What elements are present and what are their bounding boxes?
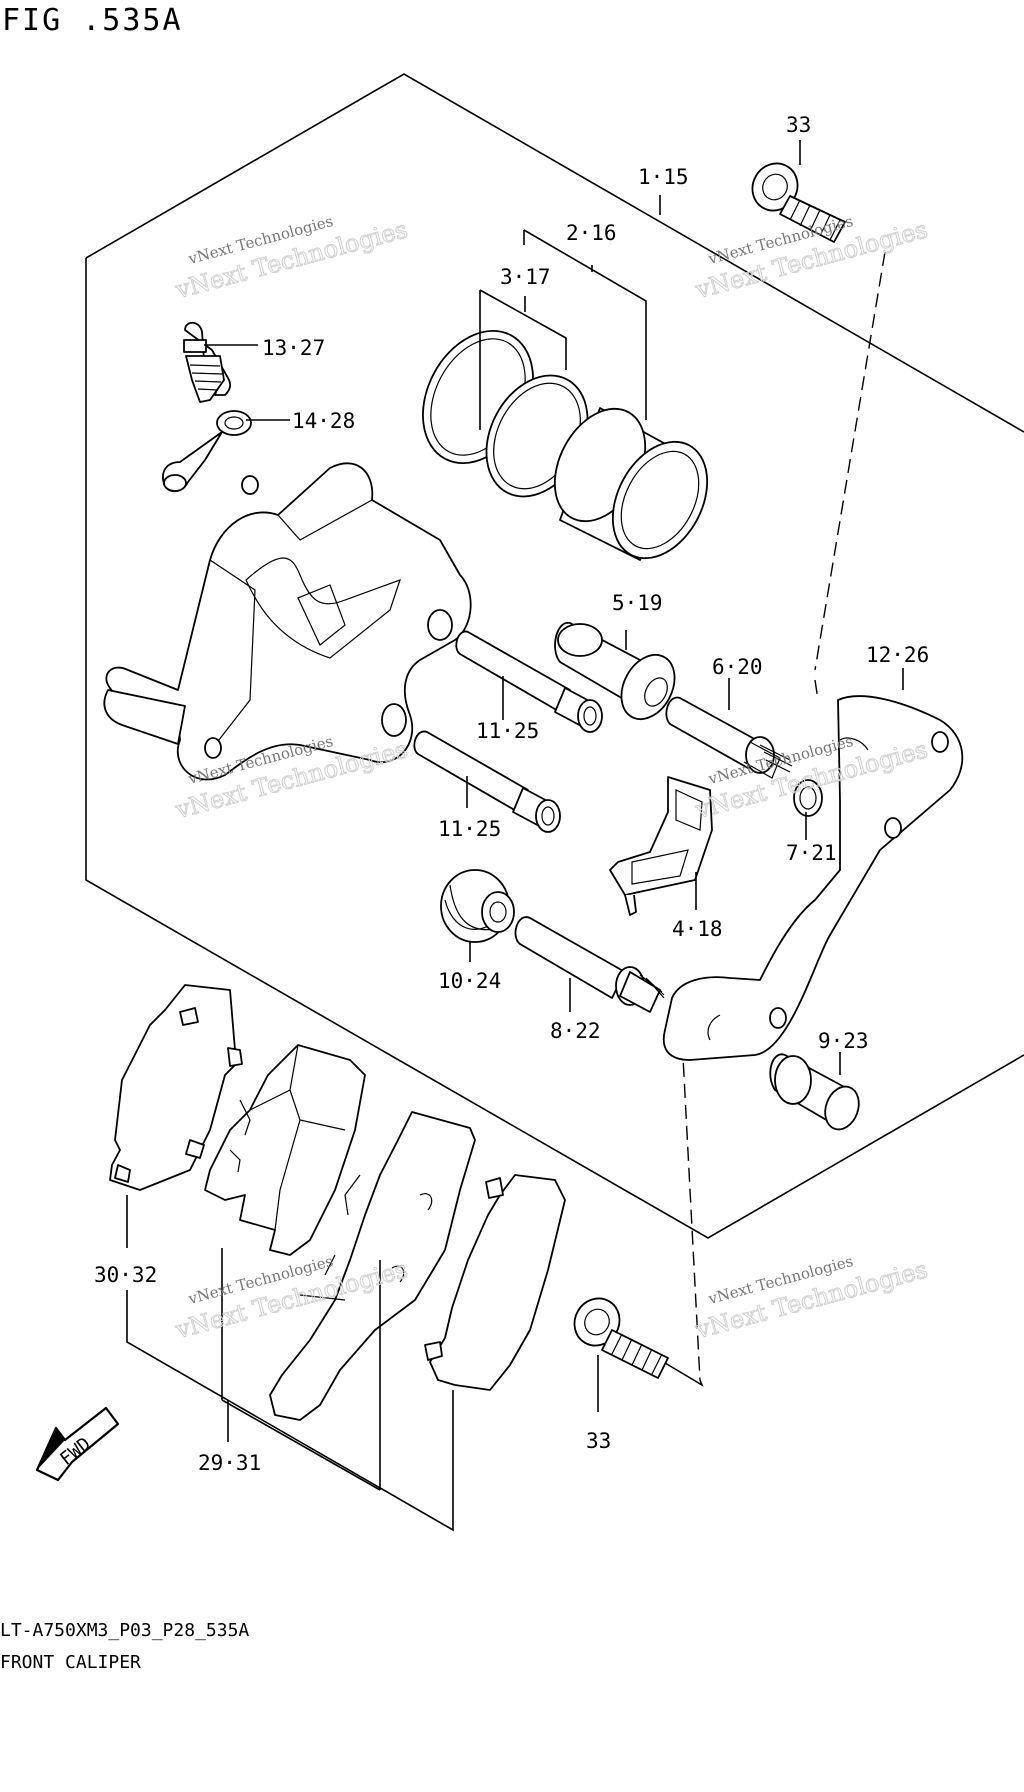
bleeder-cap bbox=[162, 410, 252, 493]
slide-pin-lower bbox=[413, 730, 561, 833]
brake-pad-outer-shim bbox=[109, 984, 243, 1191]
watermark: vNext Technologies vNext Technologies bbox=[171, 212, 410, 305]
mounting-bolt-lower bbox=[573, 1297, 669, 1379]
pin-boot-lower bbox=[440, 869, 515, 943]
callout-11-25-upper: 11·25 bbox=[476, 719, 539, 743]
callout-7-21: 7·21 bbox=[786, 841, 837, 865]
brake-pad-outer bbox=[204, 1044, 366, 1256]
bracket-sleeve bbox=[769, 1053, 860, 1131]
callout-13-27: 13·27 bbox=[262, 336, 325, 360]
callout-30-32: 30·32 bbox=[94, 1263, 157, 1287]
callout-9-23: 9·23 bbox=[818, 1029, 869, 1053]
brake-pad-inner bbox=[424, 1174, 566, 1391]
callout-1-15: 1·15 bbox=[638, 165, 689, 189]
callout-33-lower: 33 bbox=[586, 1429, 611, 1453]
caliper-body bbox=[103, 462, 472, 781]
brake-pad-inner-shim bbox=[269, 1111, 476, 1421]
bracket-pin bbox=[665, 696, 793, 779]
callout-labels: 33 1·15 2·16 3·17 13·27 14·28 5·19 6·20 … bbox=[94, 113, 929, 1475]
fwd-arrow: FWD bbox=[35, 1406, 120, 1482]
figure-title: FIG .535A bbox=[2, 3, 183, 38]
watermark: vNext Technologies vNext Technologies bbox=[691, 1252, 930, 1345]
callout-33-upper: 33 bbox=[786, 113, 811, 137]
callout-10-24: 10·24 bbox=[438, 969, 501, 993]
section-name: FRONT CALIPER bbox=[0, 1652, 141, 1673]
callout-2-16: 2·16 bbox=[566, 221, 617, 245]
bleeder-screw bbox=[183, 321, 232, 403]
assembly-frame bbox=[85, 73, 1024, 1239]
callout-6-20: 6·20 bbox=[712, 655, 763, 679]
callout-11-25-lower: 11·25 bbox=[438, 817, 501, 841]
bolt-axis-lower-end bbox=[659, 1359, 704, 1387]
callout-14-28: 14·28 bbox=[292, 409, 355, 433]
callout-12-26: 12·26 bbox=[866, 643, 929, 667]
callout-5-19: 5·19 bbox=[612, 591, 663, 615]
bolt-axis-lower bbox=[679, 999, 701, 1381]
pin-boot-upper bbox=[554, 622, 676, 720]
bolt-axis-upper bbox=[814, 251, 886, 701]
caliper-bracket bbox=[662, 695, 964, 1061]
callout-3-17: 3·17 bbox=[500, 265, 551, 289]
callout-8-22: 8·22 bbox=[550, 1019, 601, 1043]
retaining-ring bbox=[793, 779, 823, 817]
callout-29-31: 29·31 bbox=[198, 1451, 261, 1475]
model-code: LT-A750XM3_P03_P28_535A bbox=[0, 1620, 249, 1641]
slide-pin-upper bbox=[455, 630, 603, 733]
pad-spring bbox=[609, 776, 713, 916]
slide-pin-bracket bbox=[514, 916, 665, 1013]
mounting-bolt-upper bbox=[751, 162, 846, 243]
callout-4-18: 4·18 bbox=[672, 917, 723, 941]
leader-lines bbox=[126, 140, 904, 1532]
caliper-piston bbox=[553, 407, 709, 561]
